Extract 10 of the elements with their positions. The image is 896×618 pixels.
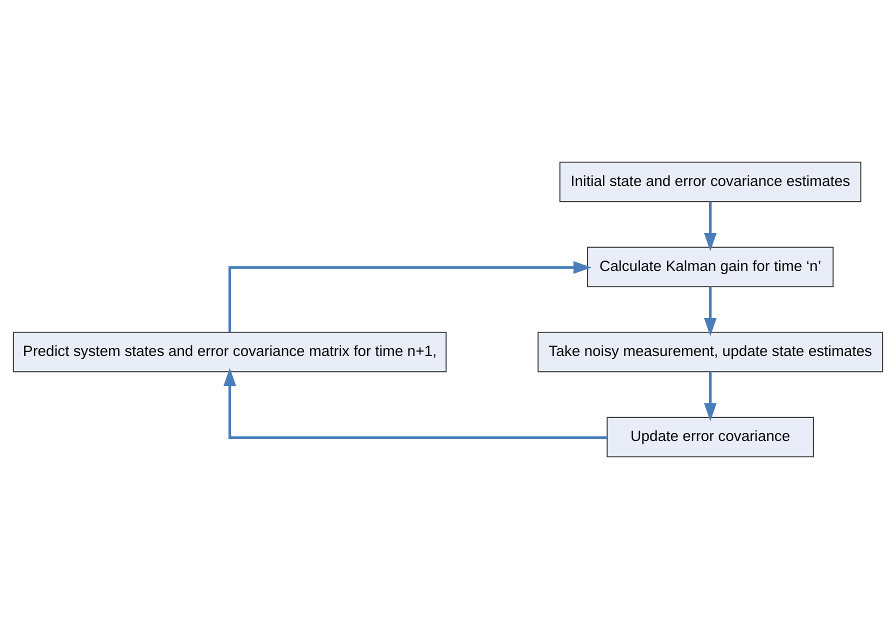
node-box: Predict system states and error covariance matrix for time n+1, [12, 331, 447, 372]
node-box: Calculate Kalman gain for time ‘n’ [587, 246, 834, 287]
arrow [704, 201, 717, 251]
node-box: Initial state and error covariance estimates [559, 161, 862, 202]
node-box: Take noisy measurement, update state estimates [538, 331, 884, 372]
arrow [223, 367, 607, 438]
arrow [704, 286, 717, 336]
node-box: Update error covariance [606, 416, 814, 457]
arrow [704, 371, 717, 421]
arrow [228, 260, 592, 332]
